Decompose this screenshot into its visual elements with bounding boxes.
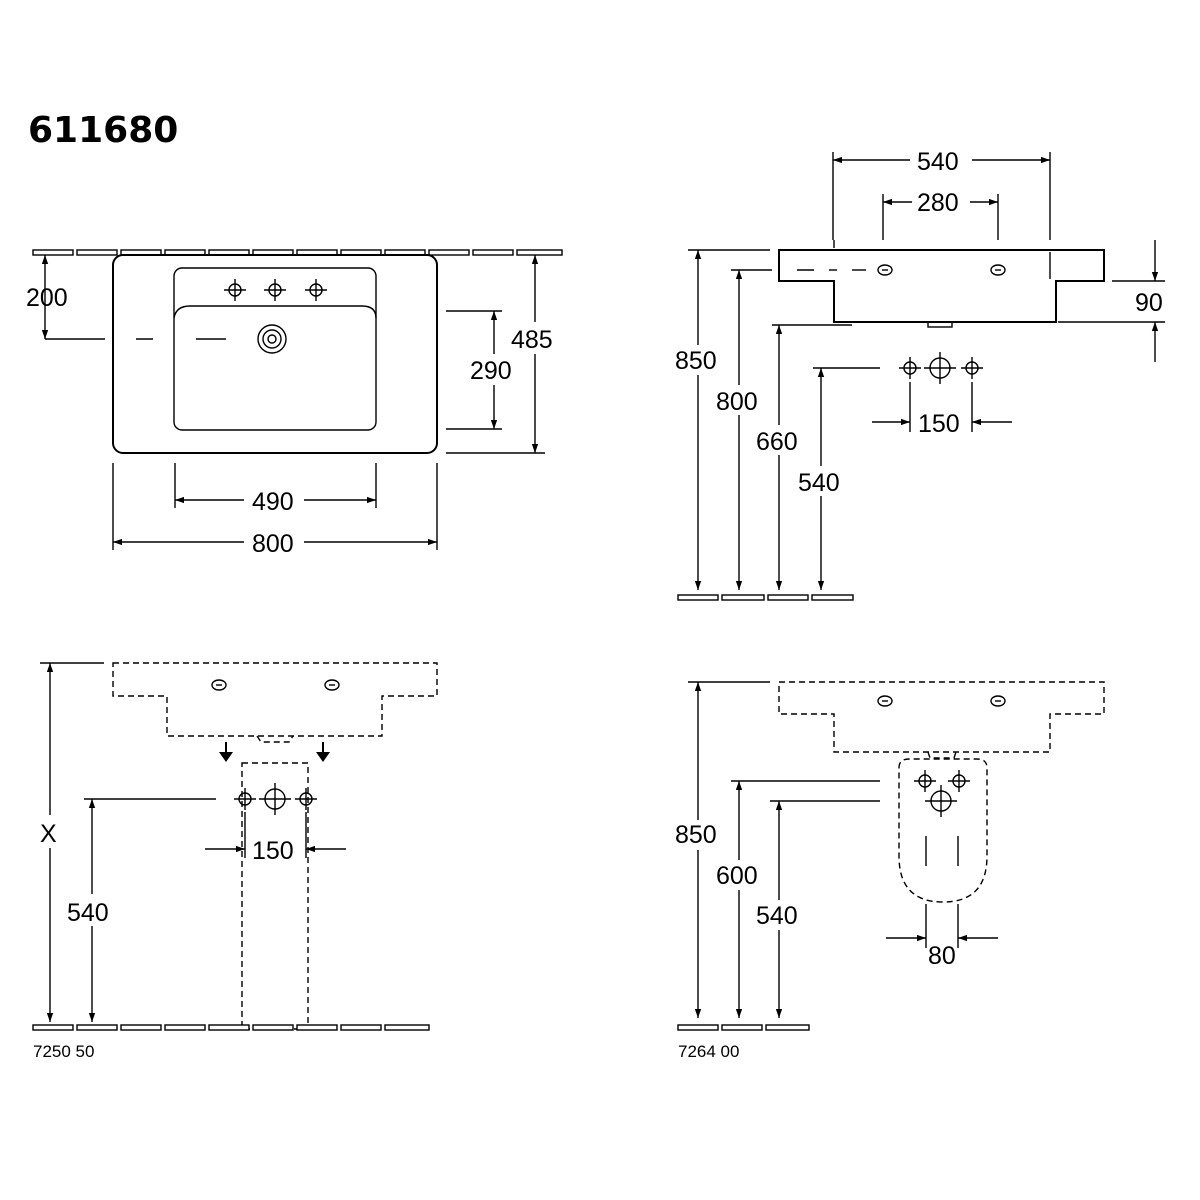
bowl-outline: [173, 267, 377, 431]
arrow-down-icon: [219, 742, 233, 762]
supply-valve-icon: [960, 356, 984, 380]
semi-pedestal-view: 80 850 600 540 7264 00: [675, 681, 1105, 1061]
dim-height-to-bowl-bottom: 660: [756, 428, 798, 456]
waste-outlet-icon: [258, 782, 292, 816]
tap-hole-icon: [211, 679, 227, 691]
floor-line: [677, 1024, 810, 1031]
semi-pedestal-outline-dashed: [898, 758, 988, 903]
drain-icon: [257, 324, 287, 354]
supply-valve-icon: [898, 356, 922, 380]
floor-line: [32, 1024, 430, 1031]
tap-hole-icon: [990, 695, 1006, 707]
waste-outlet-icon: [924, 784, 958, 818]
dim-height-to-rim: 850: [675, 347, 717, 375]
dim-pedestal-height: X: [40, 820, 57, 848]
dim-upper-supply-height: 600: [716, 862, 758, 890]
dim-semi-height-to-rim: 850: [675, 821, 717, 849]
basin-outline: [112, 254, 438, 454]
tap-hole-icon: [877, 264, 893, 276]
basin-side-profile: [778, 249, 1105, 323]
dim-overall-depth: 485: [511, 326, 553, 354]
supply-valve-icon: [947, 769, 971, 793]
tap-hole-icon: [304, 278, 328, 302]
basin-outline-dashed: [112, 662, 438, 737]
pedestal-product-code: 7250 50: [33, 1042, 94, 1061]
waste-outlet-icon: [923, 351, 957, 385]
tap-hole-icon: [324, 679, 340, 691]
dim-supply-spacing: 150: [918, 410, 960, 438]
dim-rim-thickness: 90: [1135, 289, 1163, 317]
pedestal-view: 150 X 540 7250 50: [32, 662, 438, 1061]
floor-line: [677, 594, 854, 601]
dim-tap-hole-spacing: 280: [917, 189, 959, 217]
dim-overall-width: 800: [252, 530, 294, 558]
arrow-down-icon: [316, 742, 330, 762]
model-number: 611680: [28, 110, 178, 151]
dim-pedestal-supply-height: 540: [67, 899, 109, 927]
supply-valve-icon: [913, 769, 937, 793]
wall-line: [32, 249, 563, 256]
tap-hole-icon: [877, 695, 893, 707]
supply-valve-icon: [233, 787, 257, 811]
tap-hole-icon: [263, 278, 287, 302]
semi-pedestal-product-code: 7264 00: [678, 1042, 739, 1061]
dim-wall-to-overflow: 200: [26, 284, 68, 312]
dim-lower-supply-height: 540: [756, 902, 798, 930]
dim-basin-width: 490: [252, 488, 294, 516]
dim-drain-width: 80: [928, 942, 956, 970]
tap-hole-icon: [223, 278, 247, 302]
supply-valve-icon: [294, 787, 318, 811]
side-view: 540 280 90 850 800 660: [675, 148, 1165, 601]
dim-basin-depth: 290: [470, 357, 512, 385]
dim-supply-height: 540: [798, 469, 840, 497]
tap-hole-icon: [990, 264, 1006, 276]
dim-depth: 540: [917, 148, 959, 176]
dim-pedestal-supply-spacing: 150: [252, 837, 294, 865]
top-view: 200 290 485 490 800: [26, 249, 563, 558]
dim-height-to-underside: 800: [716, 388, 758, 416]
basin-outline-dashed: [778, 681, 1105, 753]
